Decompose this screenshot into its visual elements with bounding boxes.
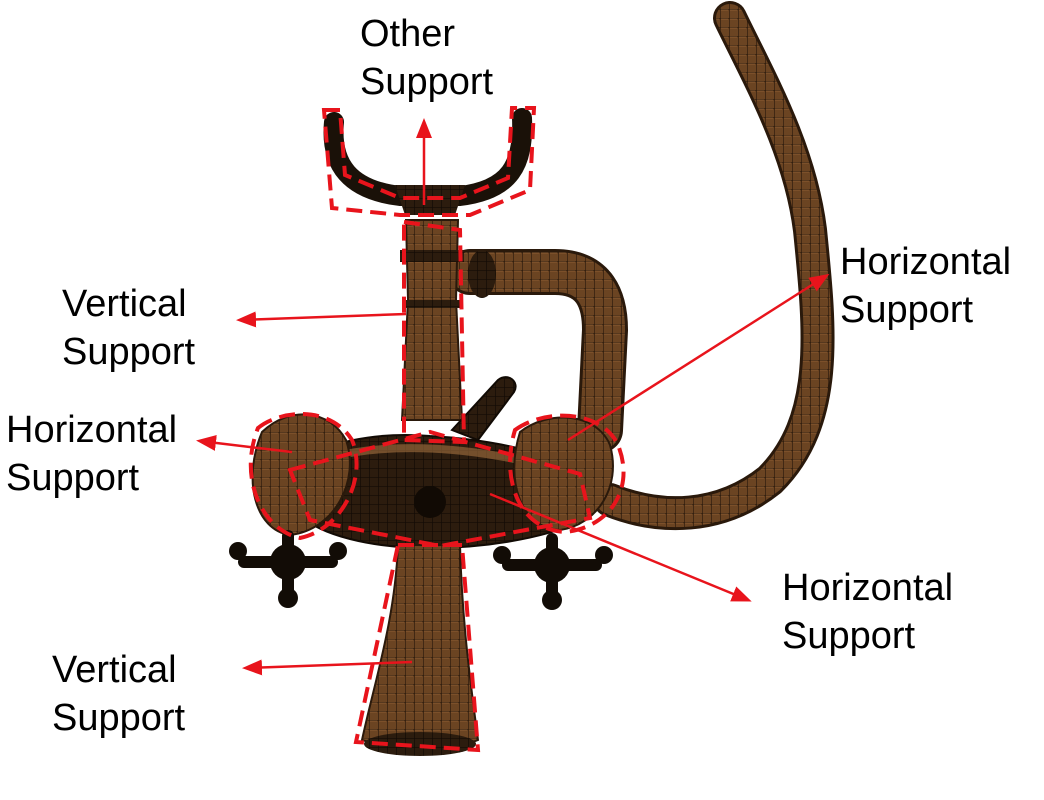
side-pipe xyxy=(447,249,629,453)
outline-vertical-support-lower xyxy=(353,543,481,753)
right-cross-handle xyxy=(493,533,613,610)
arrow-vertical-support-lower xyxy=(242,659,413,676)
annotation-arrows xyxy=(196,118,830,676)
outline-other-support xyxy=(321,106,537,217)
arrow-horizontal-support-right xyxy=(567,273,830,442)
right-valve xyxy=(513,416,614,532)
label-line: Horizontal xyxy=(6,409,178,451)
label-other-support: Other Support xyxy=(360,10,493,106)
label-line: Support xyxy=(782,615,916,657)
arrow-horizontal-support-left xyxy=(196,434,293,454)
label-horizontal-support-right: Horizontal Support xyxy=(840,238,1011,334)
lower-spout xyxy=(360,544,480,756)
label-line: Support xyxy=(52,697,186,739)
label-vertical-support-upper: Vertical Support xyxy=(62,280,195,376)
label-line: Vertical xyxy=(62,283,187,325)
outline-horizontal-support-center xyxy=(287,429,593,549)
label-horizontal-support-center: Horizontal Support xyxy=(782,564,953,660)
arrow-vertical-support-upper xyxy=(236,311,407,328)
left-cross-handle xyxy=(229,530,347,608)
arrow-horizontal-support-center xyxy=(489,492,752,602)
diverter-lever xyxy=(450,376,517,442)
label-line: Support xyxy=(6,457,140,499)
label-line: Support xyxy=(62,331,196,373)
vertical-column xyxy=(400,219,464,421)
label-line: Horizontal xyxy=(782,567,954,609)
label-line: Vertical xyxy=(52,649,177,691)
label-horizontal-support-left: Horizontal Support xyxy=(6,406,177,502)
outline-horizontal-support-right xyxy=(508,413,626,535)
support-outlines xyxy=(248,106,626,753)
shower-hose xyxy=(593,1,835,531)
label-line: Horizontal xyxy=(840,241,1012,283)
label-vertical-support-lower: Vertical Support xyxy=(52,646,185,742)
label-line: Support xyxy=(360,61,494,103)
label-line: Support xyxy=(840,289,974,331)
label-line: Other xyxy=(360,13,456,55)
fork-cradle xyxy=(323,108,533,215)
outline-horizontal-support-left xyxy=(248,412,359,541)
